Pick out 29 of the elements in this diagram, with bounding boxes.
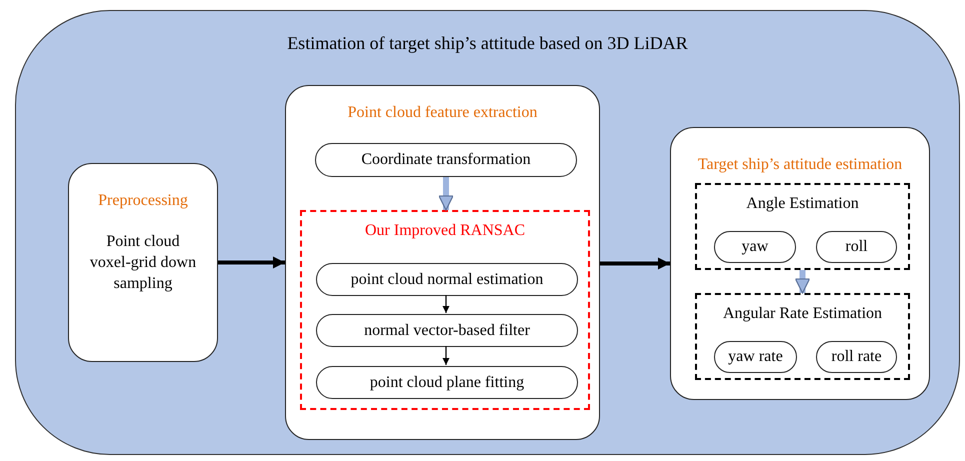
section-heading: Our Improved RANSAC — [365, 222, 525, 240]
process-step: roll — [816, 231, 897, 263]
process-step: normal vector-based filter — [316, 314, 578, 347]
section-heading: Angle Estimation — [746, 195, 859, 213]
arrow — [438, 177, 454, 211]
section-heading: Target ship’s attitude estimation — [698, 156, 902, 174]
process-step: Coordinate transformation — [315, 143, 577, 177]
arrow — [600, 258, 670, 270]
dashed-group — [300, 210, 590, 410]
process-step: yaw — [714, 231, 796, 263]
dashed-group — [695, 293, 910, 380]
arrow — [218, 256, 285, 268]
process-step: point cloud normal estimation — [316, 263, 578, 296]
system-band — [15, 10, 960, 455]
section-heading: Angular Rate Estimation — [722, 305, 882, 323]
section-heading: Point cloud feature extraction — [348, 104, 538, 122]
module-card — [670, 127, 930, 400]
arrow — [794, 270, 810, 294]
section-heading: Preprocessing — [98, 192, 188, 210]
step-description: Point cloud voxel-grid down sampling — [88, 232, 198, 294]
module-card — [285, 85, 600, 440]
arrow — [442, 295, 450, 313]
module-card — [68, 163, 218, 362]
band-heading: Estimation of target ship’s attitude based on 3D LiDAR — [287, 33, 688, 54]
dashed-group — [695, 183, 910, 270]
process-step: point cloud plane fitting — [316, 366, 578, 399]
arrow — [442, 346, 450, 365]
process-step: yaw rate — [714, 341, 797, 373]
process-step: roll rate — [816, 341, 897, 373]
